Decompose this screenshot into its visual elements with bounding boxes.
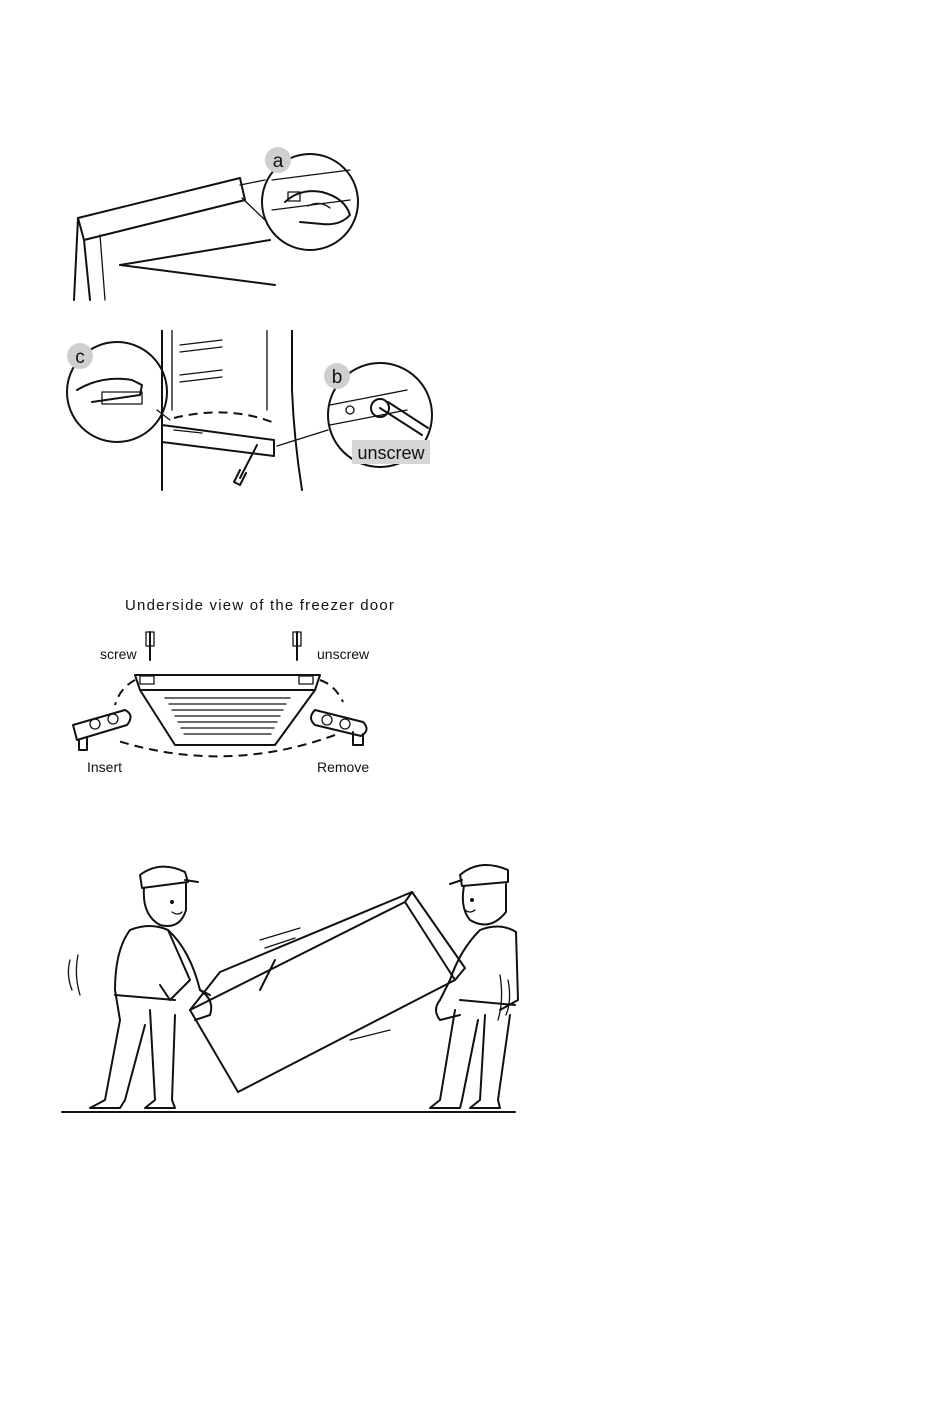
lifting-drawing [60, 850, 520, 1120]
callout-a: a [273, 151, 284, 172]
figure-door-underside: Underside view of the freezer door screw… [65, 590, 395, 780]
top-hinge-drawing: a [60, 140, 380, 305]
door-caption: Underside view of the freezer door [125, 597, 395, 614]
insert-label: Insert [87, 759, 122, 775]
unscrew-label-hinge: unscrew [357, 443, 425, 463]
callout-c: c [75, 347, 85, 368]
screw-label: screw [100, 646, 137, 662]
figure-two-person-lift [60, 850, 520, 1120]
figure-middle-hinge: c b unscrew [62, 330, 442, 492]
unscrew-label-door: unscrew [317, 646, 370, 662]
callout-b: b [332, 367, 343, 388]
middle-hinge-drawing: c b unscrew [62, 330, 442, 492]
door-underside-drawing: Underside view of the freezer door screw… [65, 590, 395, 780]
figure-top-hinge: a [60, 140, 380, 305]
worker-left [90, 867, 211, 1108]
remove-label: Remove [317, 759, 369, 775]
hinge-piece-left [73, 710, 131, 750]
